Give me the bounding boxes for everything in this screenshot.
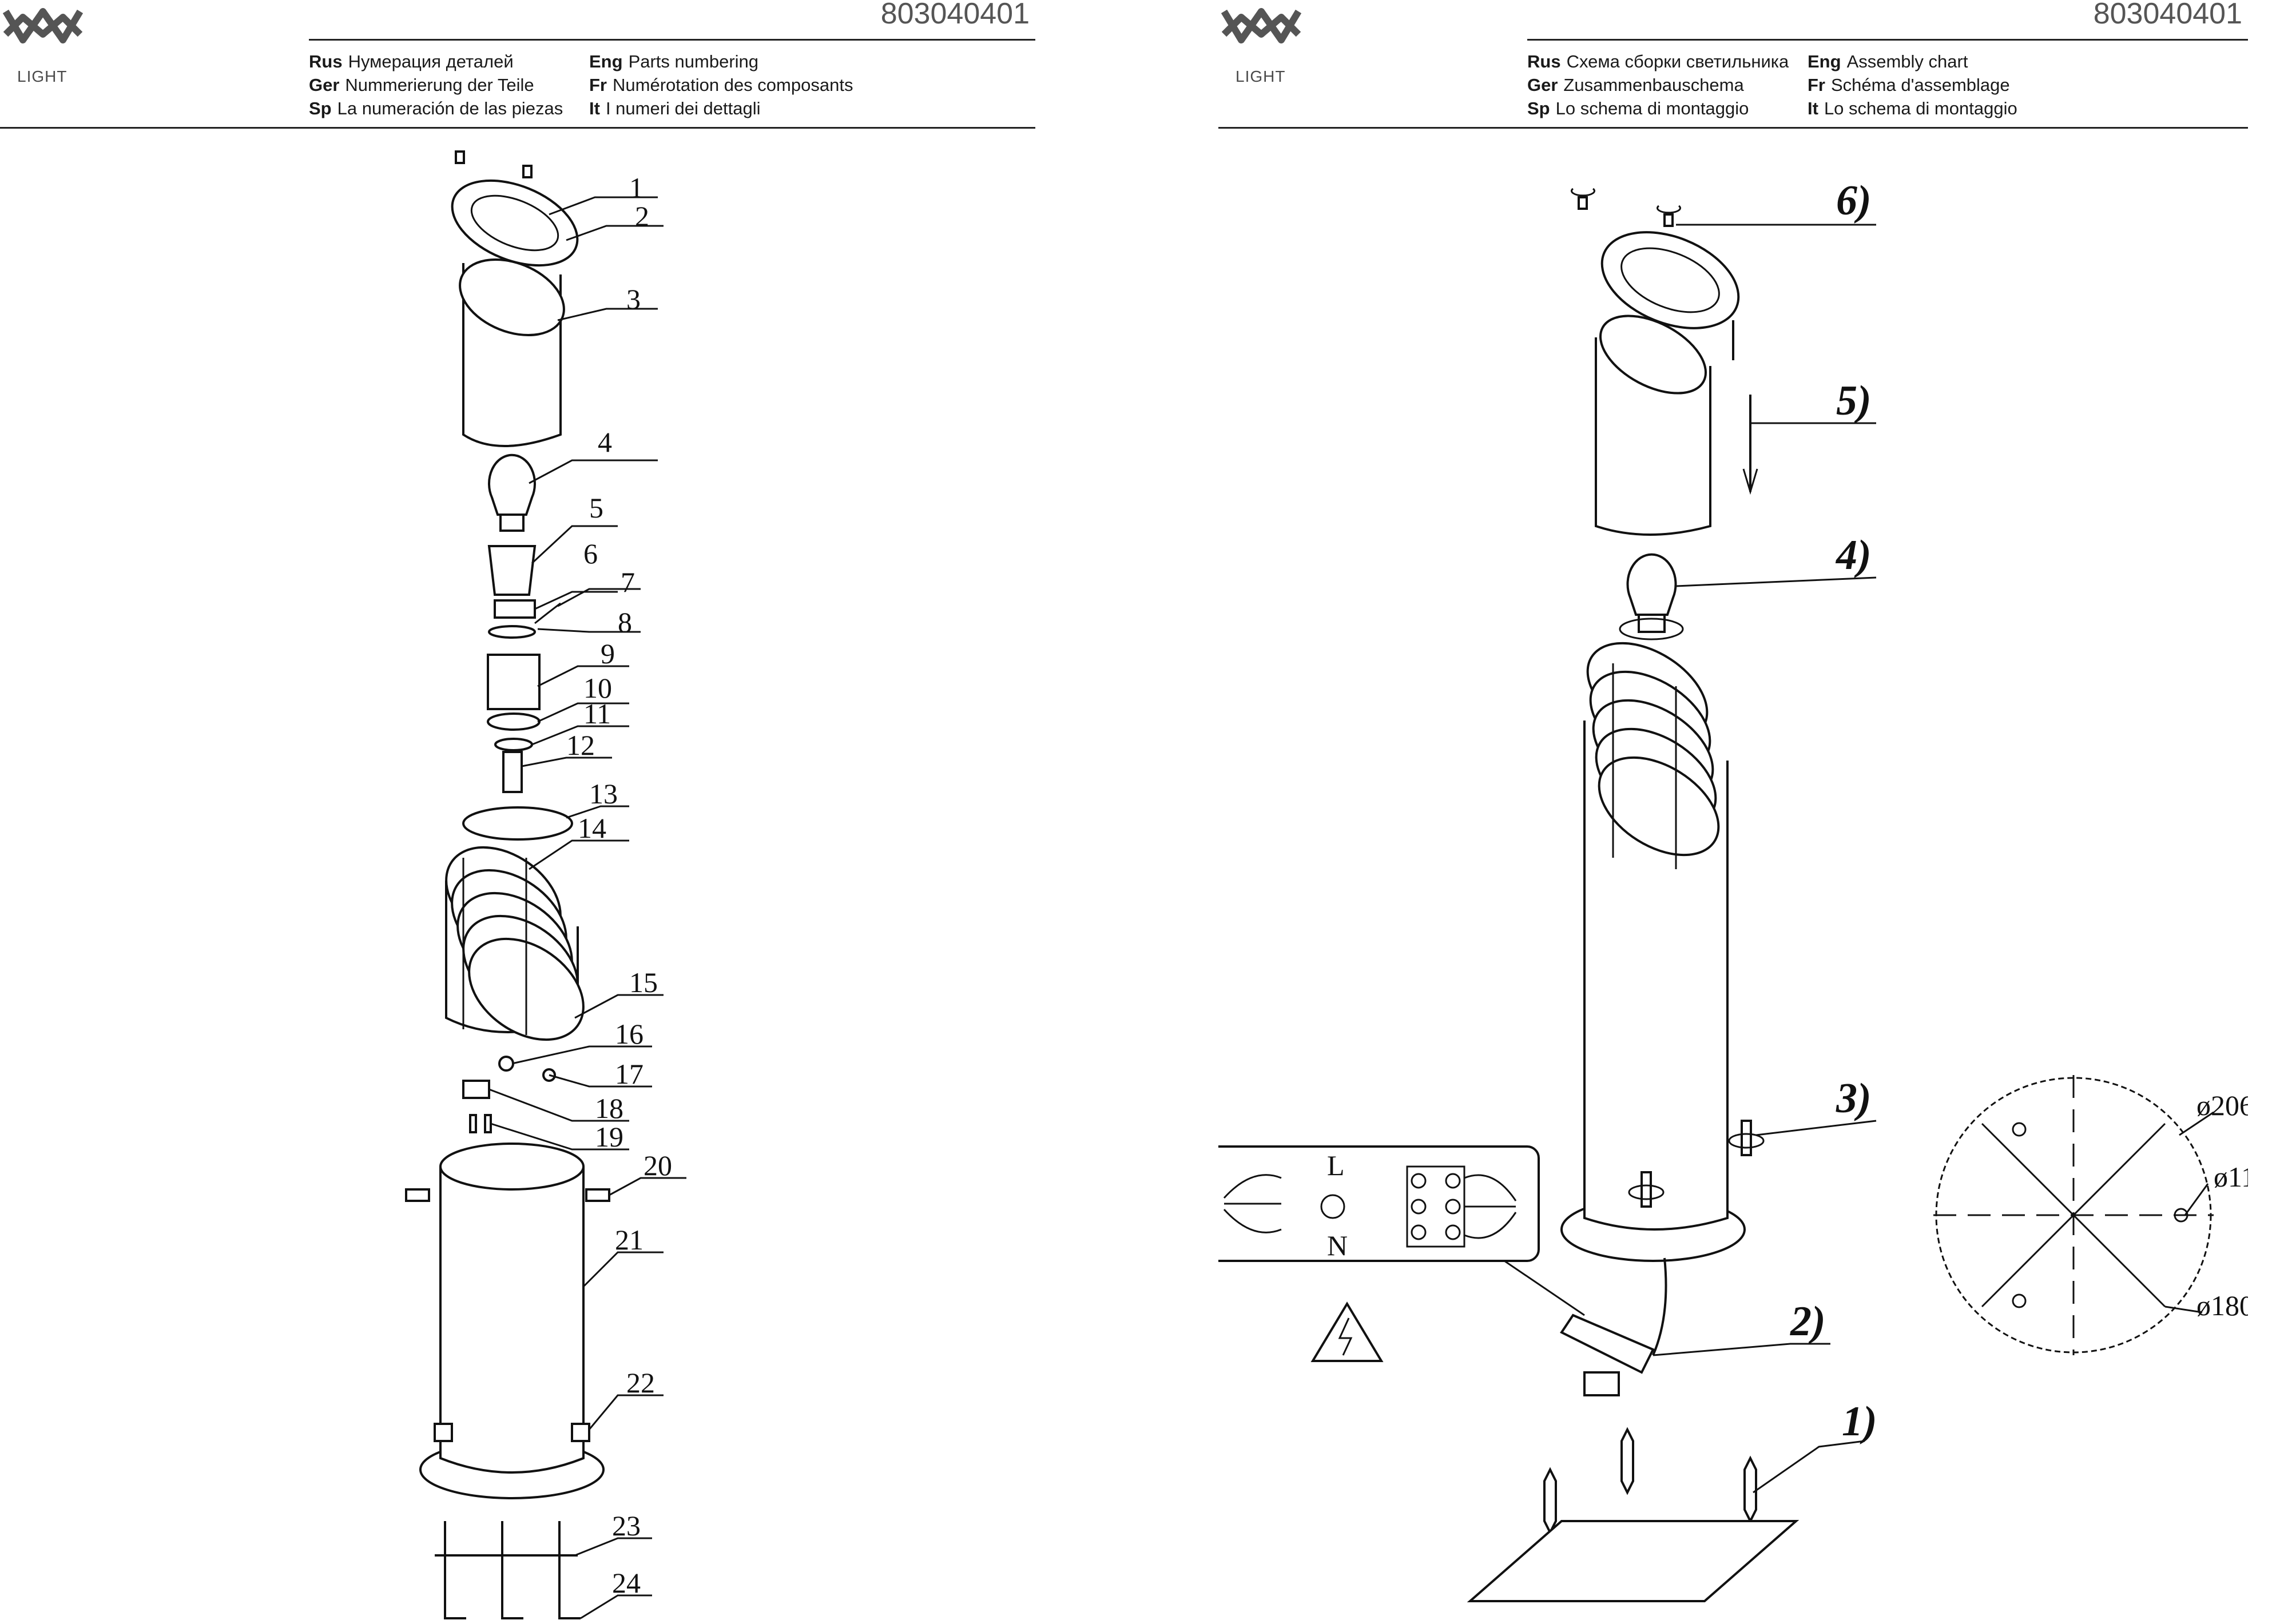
step-2-label: 2) [1790, 1298, 1826, 1345]
brand-logo-icon-right [1221, 8, 1302, 43]
anchor-bars-icon [435, 1521, 581, 1619]
dimension-outer: ø206 MM [2196, 1089, 2248, 1121]
socket-assembly-icon [487, 545, 561, 793]
part-number-24: 24 [612, 1567, 641, 1599]
header-rule-right [1527, 39, 2248, 41]
part-number-7: 7 [621, 566, 635, 598]
step-5-label: 5) [1836, 377, 1872, 424]
part-number-18: 18 [595, 1092, 623, 1124]
document-number-right: 803040401 [2093, 0, 2242, 30]
terminal-block-icon [462, 1056, 556, 1133]
bulb-icon [488, 453, 536, 532]
header-bottom-rule-right [1218, 127, 2248, 129]
base-post-icon [405, 1143, 610, 1499]
part-number-6: 6 [583, 538, 598, 570]
part-number-21: 21 [615, 1224, 644, 1256]
header-rule [309, 39, 1035, 41]
part-number-10: 10 [583, 672, 612, 704]
assembly-drawing: L N [1218, 0, 2248, 1624]
part-number-14: 14 [578, 812, 606, 844]
part-number-4: 4 [598, 426, 612, 458]
part-number-2: 2 [635, 200, 649, 232]
dimension-hole: ø11 MM [2214, 1161, 2248, 1193]
part-number-12: 12 [566, 729, 595, 761]
brand-logo-text-right: LIGHT [1236, 67, 1286, 85]
part-number-3: 3 [626, 283, 641, 315]
cable-terminal-icon [1560, 1257, 1667, 1396]
step-6-label: 6) [1836, 177, 1872, 224]
wiring-live-label: L [1327, 1149, 1345, 1181]
part-number-20: 20 [644, 1149, 672, 1181]
part-number-11: 11 [583, 698, 611, 730]
part-number-23: 23 [612, 1510, 641, 1542]
part-number-19: 19 [595, 1121, 623, 1153]
step-1-label: 1) [1842, 1398, 1877, 1445]
post-assembly-icon [1560, 642, 1765, 1262]
part-number-5: 5 [589, 492, 603, 524]
brand-logo-text: LIGHT [17, 67, 67, 85]
part-number-15: 15 [629, 966, 658, 998]
step-leader-lines [1653, 224, 1877, 1494]
electric-warning-icon [1310, 1301, 1384, 1362]
cap-plate-icon [451, 150, 579, 267]
bulb-assembly-icon [1619, 553, 1684, 640]
part-number-8: 8 [618, 606, 632, 638]
mounting-dimension-diagram [1933, 1075, 2214, 1355]
gasket-ring-icon [462, 806, 573, 841]
brand-logo-icon [2, 8, 84, 43]
header-bottom-rule [0, 127, 1035, 129]
exploded-view-svg: 1 2 3 4 5 6 7 8 9 10 11 12 13 14 15 16 1… [405, 150, 686, 1619]
part-number-9: 9 [601, 638, 615, 670]
cover-tube-icon [459, 258, 565, 447]
exploded-view-drawing: 1 2 3 4 5 6 7 8 9 10 11 12 13 14 15 16 1… [0, 0, 1035, 1624]
step-3-label: 3) [1836, 1075, 1872, 1122]
cap-plate-assembly-icon [1600, 231, 1740, 360]
ground-anchors-icon [1543, 1427, 1757, 1535]
wiring-neutral-label: N [1327, 1229, 1348, 1261]
part-number-13: 13 [589, 778, 618, 810]
dimension-inner: ø180 MM [2196, 1289, 2248, 1322]
down-arrow-icon [1742, 395, 1758, 495]
ground-slab-icon [1467, 1520, 1800, 1602]
part-number-16: 16 [615, 1018, 644, 1050]
part-number-17: 17 [615, 1058, 644, 1090]
leader-lines [488, 196, 686, 1619]
step-4-label: 4) [1835, 532, 1872, 579]
grille-housing-icon [445, 846, 585, 1041]
wiring-diagram-panel: L N [1218, 1145, 1585, 1316]
document-number: 803040401 [880, 0, 1030, 30]
assembly-svg: L N [1218, 177, 2248, 1602]
cover-tube-assembly-icon [1595, 315, 1711, 536]
part-number-1: 1 [629, 172, 644, 204]
part-number-22: 22 [626, 1367, 655, 1399]
